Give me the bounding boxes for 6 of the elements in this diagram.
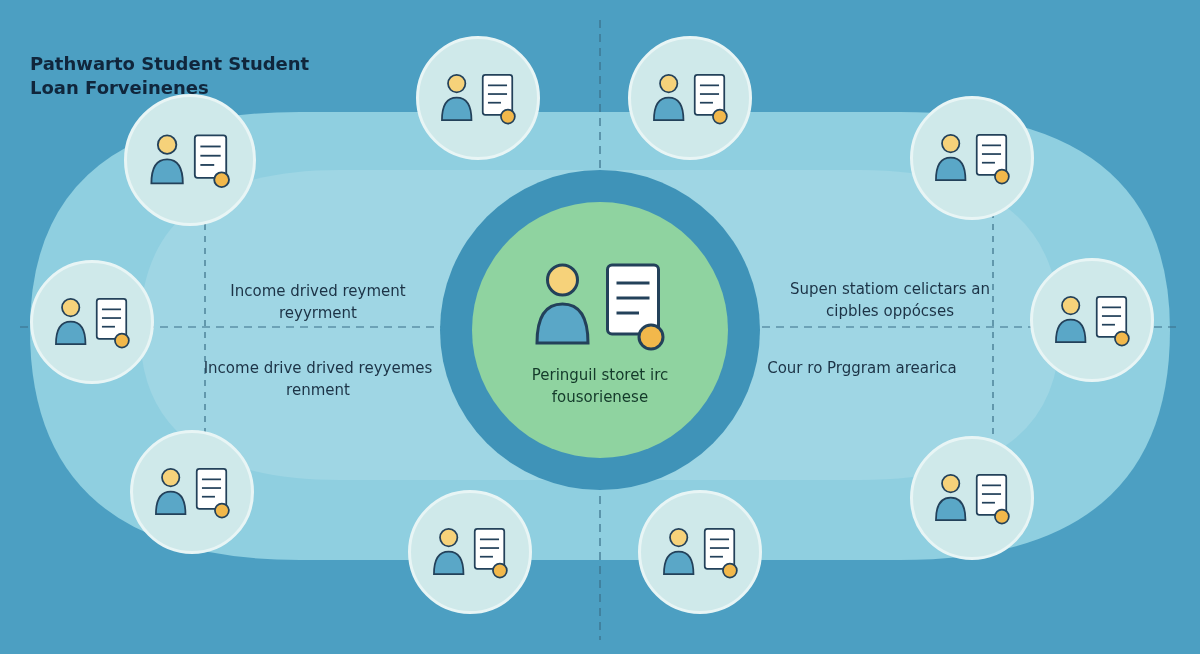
center-text: Peringuil storet irc fousorienese bbox=[530, 364, 670, 408]
text-label: Income drived reyment reyyrment bbox=[229, 281, 407, 324]
text-label: Cour ro Prggram arearica bbox=[766, 358, 958, 379]
text-label: Income drive drived reyyemes renment bbox=[203, 358, 433, 401]
text-label: Supen statiom celictars an cipbles oppócses bbox=[788, 279, 992, 322]
title: Pathwarto Student Student Loan Forveinenes bbox=[30, 52, 311, 100]
